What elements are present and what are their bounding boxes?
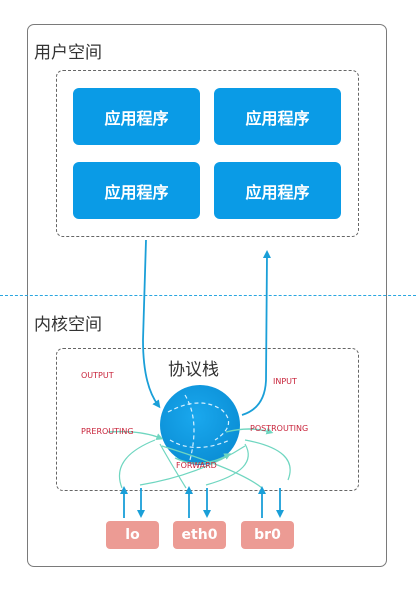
- hook-input: INPUT: [273, 377, 297, 386]
- app-box-3: 应用程序: [73, 162, 200, 219]
- user-space-apps-group: [56, 70, 359, 237]
- forward-arrow: [174, 453, 232, 464]
- hook-forward: FORWARD: [176, 461, 217, 470]
- hook-prerouting: PREROUTING: [81, 427, 134, 436]
- interface-br0: br0: [241, 521, 294, 549]
- app-box-2: 应用程序: [214, 88, 341, 145]
- app-box-1: 应用程序: [73, 88, 200, 145]
- protocol-stack-ball: [160, 385, 240, 465]
- kernel-space-label: 内核空间: [34, 315, 102, 335]
- prerouting-arrow: [107, 430, 164, 440]
- output-flow-arrow: [142, 239, 161, 409]
- input-flow-arrow: [241, 250, 271, 416]
- app-box-4: 应用程序: [214, 162, 341, 219]
- user-space-label: 用户空间: [34, 43, 102, 63]
- hook-output: OUTPUT: [81, 371, 114, 380]
- postrouting-arrow: [225, 427, 274, 435]
- interface-lo: lo: [106, 521, 159, 549]
- user-kernel-separator: [0, 295, 416, 296]
- hook-postrouting: POSTROUTING: [250, 424, 309, 433]
- protocol-stack-label: 协议栈: [168, 360, 219, 380]
- interface-eth0: eth0: [173, 521, 226, 549]
